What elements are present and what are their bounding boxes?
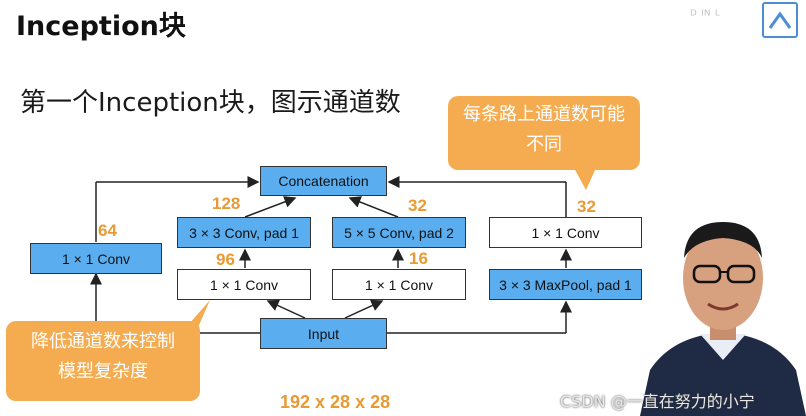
concatenation-box: Concatenation [260, 166, 387, 196]
branch3-out-channels: 32 [408, 196, 427, 215]
branch2-out-channels: 128 [212, 194, 241, 213]
callout-reduce-channels: 降低通道数来控制模型复杂度 [6, 321, 200, 401]
branch1-conv1-box: 1 × 1 Conv [30, 243, 162, 274]
branch3-conv1-box: 1 × 1 Conv [332, 269, 466, 300]
callout-left-pointer [182, 300, 210, 332]
branch2-conv1-box: 1 × 1 Conv [177, 269, 311, 300]
edge-b3-concat [348, 196, 399, 218]
branch1-channels: 64 [98, 221, 117, 240]
callout-right-pointer [574, 168, 596, 190]
input-dimensions: 192 x 28 x 28 [280, 392, 391, 412]
slide-subtitle: 第一个Inception块，图示通道数 [20, 88, 401, 118]
input-box: Input [260, 318, 387, 349]
edge-input-branch3 [344, 299, 384, 319]
branch4-maxpool-box: 3 × 3 MaxPool, pad 1 [489, 269, 642, 300]
presenter-video [640, 222, 806, 416]
edge-b2-concat [244, 196, 297, 218]
logo-text: ᴰ ᴵᴺ ᴸ [690, 8, 720, 24]
callout-channels-differ: 每条路上通道数可能不同 [448, 96, 640, 170]
edge-input-branch2 [266, 299, 306, 319]
branch3-mid-channels: 16 [409, 249, 428, 268]
slide-title: Inception块 [16, 11, 186, 42]
branch4-conv1-box: 1 × 1 Conv [489, 217, 642, 248]
branch2-mid-channels: 96 [216, 250, 235, 269]
branch3-conv5-box: 5 × 5 Conv, pad 2 [332, 217, 466, 248]
watermark-text: CSDN @一直在努力的小宁 [560, 392, 755, 411]
logo-mark-icon [768, 11, 792, 29]
branch4-out-channels: 32 [577, 197, 596, 216]
logo-icon [762, 2, 798, 38]
branch2-conv3-box: 3 × 3 Conv, pad 1 [177, 217, 311, 248]
